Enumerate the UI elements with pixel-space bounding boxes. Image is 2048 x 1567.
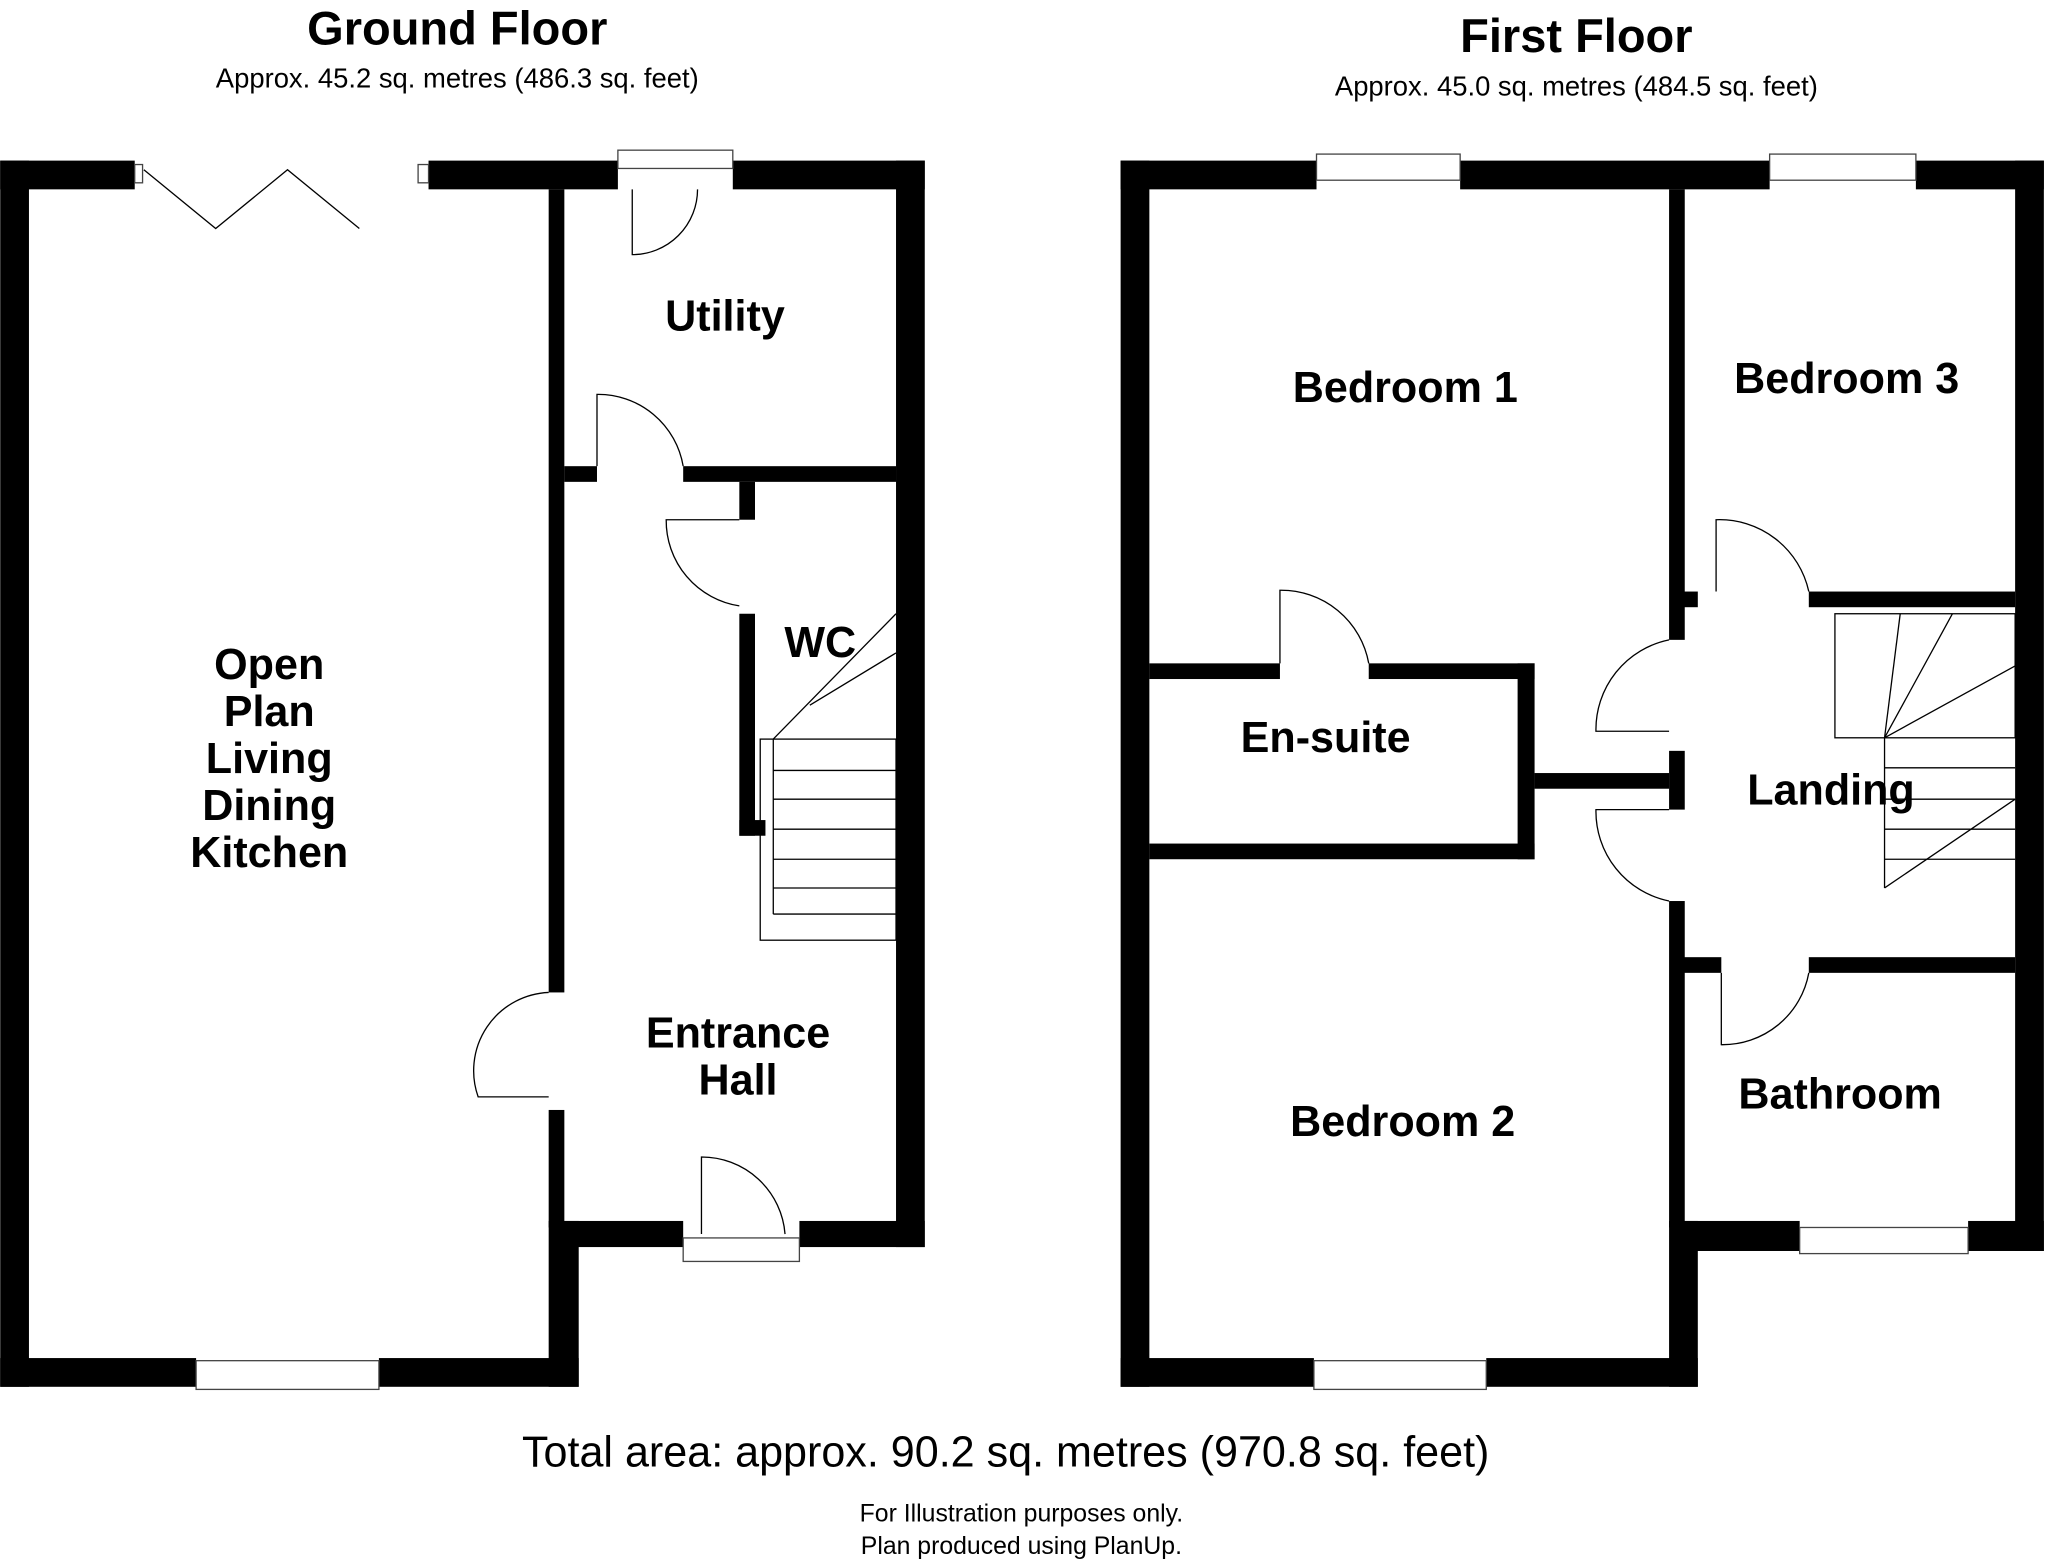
wc-door-icon [665,519,740,607]
window-bedroom3 [1768,153,1917,181]
utility-door-icon [631,189,699,256]
bedroom3-door-icon [1715,519,1810,592]
room-label-hall: Entrance Hall [646,1009,830,1104]
room-label-bedroom1: Bedroom 1 [1293,364,1518,412]
svg-text:Plan: Plan [224,688,315,736]
ground-floor-walls [0,160,925,1387]
room-label-landing: Landing [1747,766,1915,814]
first-floor-area: Approx. 45.0 sq. metres (484.5 sq. feet) [1335,70,1818,101]
window-living [195,1360,380,1391]
total-area: Total area: approx. 90.2 sq. metres (970… [522,1428,1489,1476]
ensuite-door-icon [1279,589,1370,664]
svg-text:Entrance: Entrance [646,1009,830,1057]
living-door-icon [473,991,549,1098]
first-floor-title: First Floor [1460,9,1692,62]
room-label-utility: Utility [665,292,785,340]
window-bedroom1 [1315,153,1461,181]
svg-text:Living: Living [206,735,333,783]
svg-text:Dining: Dining [202,782,336,830]
front-door-frame [682,1237,801,1263]
ground-floor-title: Ground Floor [307,1,607,54]
bathroom-door-icon [1720,972,1810,1046]
room-label-bedroom3: Bedroom 3 [1734,355,1959,403]
window-bedroom2 [1313,1360,1487,1391]
svg-text:Kitchen: Kitchen [190,829,348,877]
room-label-bedroom2: Bedroom 2 [1290,1098,1515,1146]
gf-stairs-icon [759,613,897,941]
disclaimer-line2: Plan produced using PlanUp. [861,1533,1182,1560]
room-label-bathroom: Bathroom [1738,1071,1941,1119]
ff-stairs-icon [1834,613,2016,889]
front-door-icon [700,1156,786,1235]
svg-text:Hall: Hall [699,1056,778,1104]
window-utility-door [617,149,734,170]
bedroom2-door-icon [1595,808,1670,902]
first-floor-walls [1120,160,2044,1387]
window-bathroom [1799,1226,1969,1255]
bedroom1-door-icon [1595,639,1670,732]
disclaimer-line1: For Illustration purposes only. [860,1500,1183,1527]
svg-text:Open: Open [214,641,324,689]
room-label-wc: WC [784,619,856,667]
room-label-ensuite: En-suite [1241,714,1411,762]
utility-inner-door-icon [596,393,684,467]
room-label-living: Open Plan Living Dining Kitchen [190,641,348,877]
ground-floor-area: Approx. 45.2 sq. metres (486.3 sq. feet) [216,62,699,93]
bifold-door-icon [143,168,360,230]
